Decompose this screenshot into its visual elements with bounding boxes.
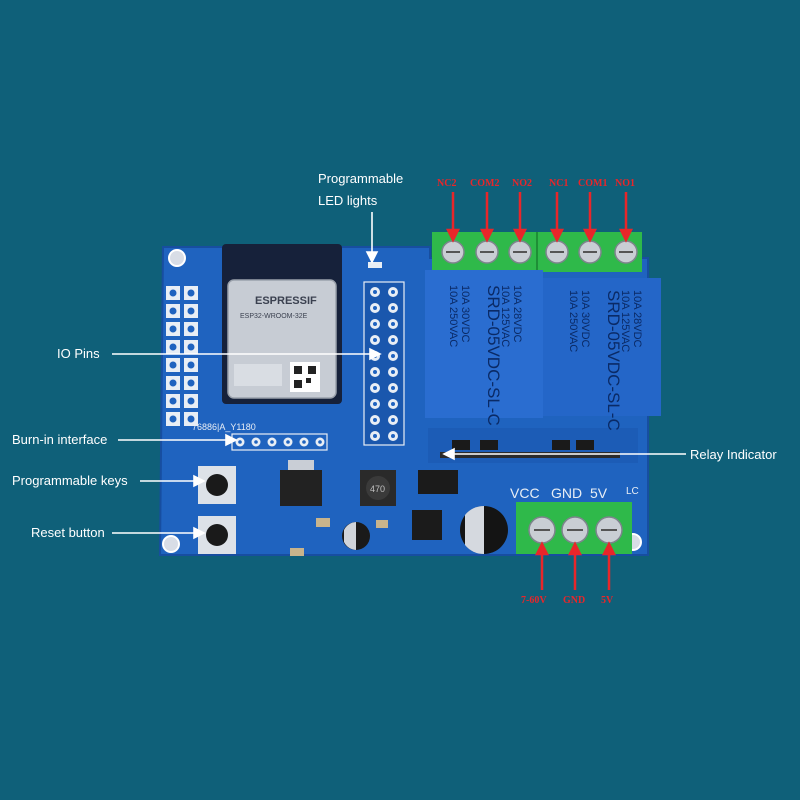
svg-text:SRD-05VDC-SL-C: SRD-05VDC-SL-C <box>604 290 623 431</box>
svg-text:10A 30VDC: 10A 30VDC <box>579 290 591 348</box>
header-pin <box>166 376 180 390</box>
header-pin <box>184 340 198 354</box>
io-pin <box>370 319 380 329</box>
burn-in-pin <box>235 437 245 447</box>
io-pin <box>388 431 398 441</box>
silk-vcc: VCC <box>510 485 540 501</box>
terminal-screw <box>545 240 569 264</box>
mounting-hole <box>162 535 180 553</box>
io-pin <box>370 367 380 377</box>
header-pin <box>184 394 198 408</box>
driver-ic <box>418 470 458 494</box>
io-pin <box>370 383 380 393</box>
header-pin <box>184 322 198 336</box>
left-io-header <box>166 286 198 426</box>
header-pin <box>166 286 180 300</box>
io-pin <box>388 415 398 425</box>
annotation-reset: Reset button <box>31 525 105 540</box>
terminal-label-com1: COM1 <box>578 178 608 189</box>
voltage-regulator <box>280 470 322 506</box>
terminal-screw <box>475 240 499 264</box>
power-label-vin: 7-60V <box>521 595 547 606</box>
silk-gnd: GND <box>551 485 582 501</box>
header-pin <box>184 286 198 300</box>
silk-lc: LC <box>626 486 639 497</box>
board-code: 76886|A_Y1180 <box>192 422 256 432</box>
annotation-arrows <box>112 212 686 540</box>
io-pin <box>388 303 398 313</box>
burn-in-pin <box>283 437 293 447</box>
terminal-screw <box>441 240 465 264</box>
header-pin <box>166 340 180 354</box>
terminal-screw <box>508 240 532 264</box>
header-pin <box>166 412 180 426</box>
svg-text:10A 28VDC: 10A 28VDC <box>631 290 643 348</box>
burn-in-pin <box>299 437 309 447</box>
annotation-led-lights-line1: Programmable <box>318 171 404 186</box>
burn-in-pin <box>315 437 325 447</box>
svg-text:10A 250VAC: 10A 250VAC <box>567 290 579 352</box>
terminal-screw <box>595 516 623 544</box>
module-model: ESP32-WROOM-32E <box>240 313 308 320</box>
burn-in-pin <box>251 437 261 447</box>
svg-text:10A 250VAC: 10A 250VAC <box>447 285 459 347</box>
driver-ic <box>412 510 442 540</box>
annotation-relay-indicator: Relay Indicator <box>690 447 777 462</box>
svg-text:SRD-05VDC-SL-C: SRD-05VDC-SL-C <box>484 285 503 426</box>
annotation-burn-in: Burn-in interface <box>12 432 108 447</box>
terminal-label-no2: NO2 <box>512 178 532 189</box>
io-pin <box>388 319 398 329</box>
inductor-value: 470 <box>370 484 385 494</box>
io-pin <box>388 351 398 361</box>
io-pin <box>370 399 380 409</box>
header-pin <box>184 358 198 372</box>
header-pin <box>166 358 180 372</box>
power-label-gnd: GND <box>563 595 586 606</box>
annotation-io-pins: IO Pins <box>57 346 100 361</box>
io-pin <box>370 303 380 313</box>
io-pin <box>388 383 398 393</box>
annotation-led-lights-line2: LED lights <box>318 193 378 208</box>
svg-text:10A 125VAC: 10A 125VAC <box>619 290 631 352</box>
silk-5v: 5V <box>590 485 608 501</box>
io-pin <box>388 367 398 377</box>
io-pin <box>370 431 380 441</box>
svg-text:10A 28VDC: 10A 28VDC <box>511 285 523 343</box>
io-pin <box>388 335 398 345</box>
svg-text:10A 30VDC: 10A 30VDC <box>459 285 471 343</box>
io-pin <box>370 287 380 297</box>
module-brand: ESPRESSIF <box>255 295 317 307</box>
io-pin <box>388 399 398 409</box>
header-pin <box>184 376 198 390</box>
mounting-hole <box>168 249 186 267</box>
relay-2 <box>543 278 661 416</box>
io-pin <box>388 287 398 297</box>
header-pin <box>166 304 180 318</box>
header-pin <box>166 394 180 408</box>
svg-text:10A 125VAC: 10A 125VAC <box>499 285 511 347</box>
terminal-screw <box>614 240 638 264</box>
terminal-screw <box>578 240 602 264</box>
burn-in-pin <box>267 437 277 447</box>
header-pin <box>166 322 180 336</box>
terminal-label-no1: NO1 <box>615 178 635 189</box>
relay-1 <box>425 270 543 418</box>
terminal-arrows <box>445 192 634 590</box>
power-label-5v: 5V <box>601 595 614 606</box>
io-pin-header <box>363 281 405 446</box>
terminal-label-com2: COM2 <box>470 178 500 189</box>
io-pin <box>370 415 380 425</box>
header-pin <box>184 304 198 318</box>
header-pin <box>184 412 198 426</box>
annotation-prog-keys: Programmable keys <box>12 473 128 488</box>
terminal-screw <box>561 516 589 544</box>
relay-indicator-leds <box>440 452 620 458</box>
terminal-label-nc1: NC1 <box>549 178 569 189</box>
io-pin <box>370 335 380 345</box>
programmable-led <box>368 262 382 268</box>
terminal-screw <box>528 516 556 544</box>
terminal-label-nc2: NC2 <box>437 178 457 189</box>
